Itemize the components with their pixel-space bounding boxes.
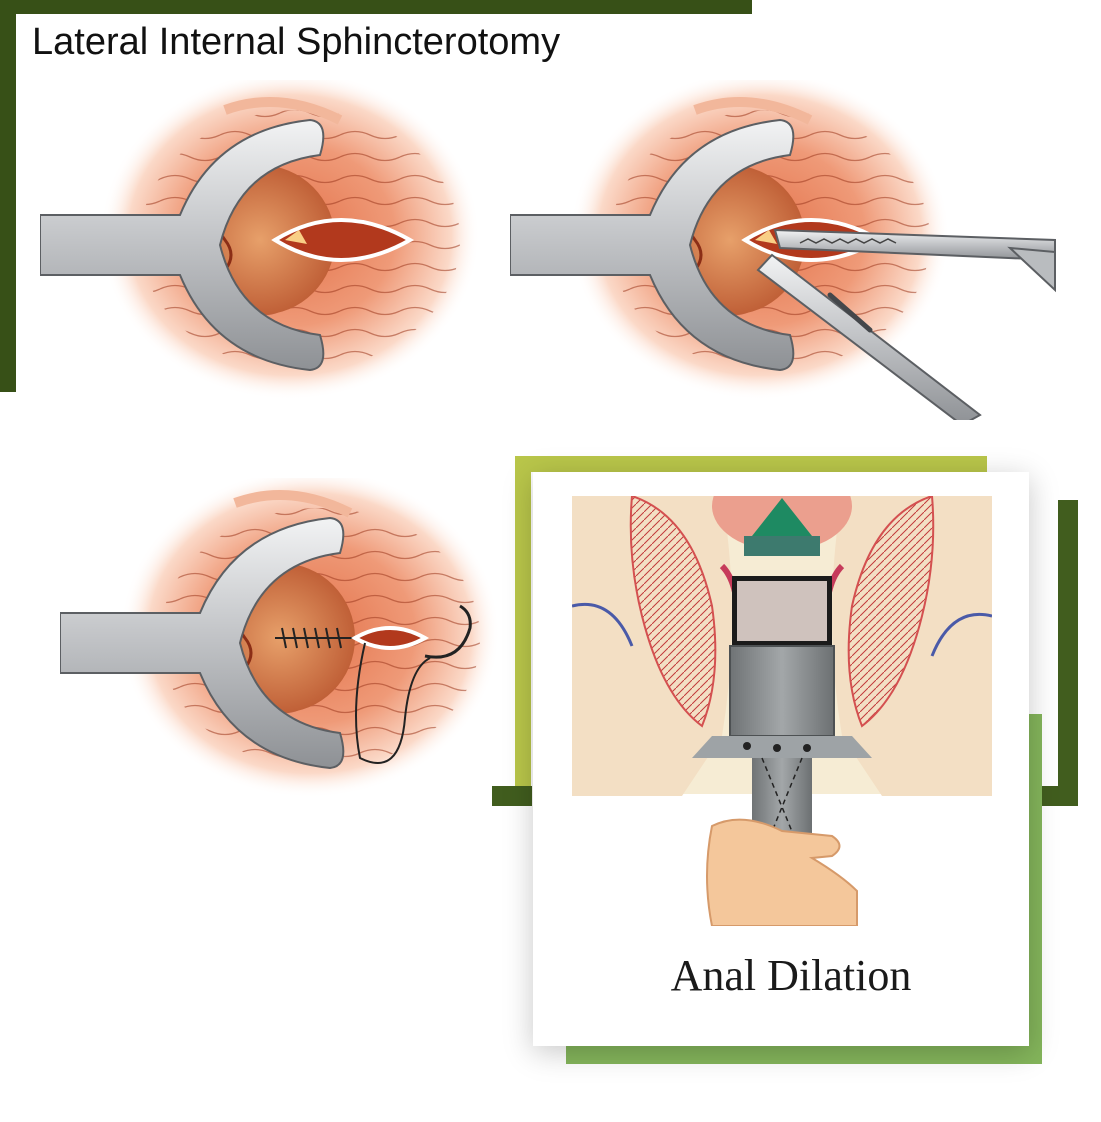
frame-lime-top	[515, 456, 987, 472]
frame-green-bottom	[566, 1046, 1042, 1064]
frame-olive-bottom-right	[1040, 786, 1078, 806]
page-title: Lateral Internal Sphincterotomy	[32, 21, 561, 63]
incision-illustration	[40, 80, 480, 400]
needle-icon	[424, 604, 472, 659]
frame-left-bar	[0, 0, 16, 392]
frame-lime-left	[515, 456, 531, 804]
frame-top-bar	[0, 0, 752, 14]
frame-olive-bottom-left	[492, 786, 532, 806]
suture-thread-icon	[355, 642, 431, 764]
scalpel-icon	[756, 253, 982, 420]
anal-dilation-caption: Anal Dilation	[670, 951, 912, 1000]
suture-illustration	[60, 478, 500, 798]
frame-green-right	[1026, 714, 1042, 1064]
frame-olive-right	[1058, 500, 1078, 806]
anal-dilation-illustration	[572, 496, 992, 926]
forceps-icon	[773, 228, 1056, 293]
hand-icon	[706, 818, 858, 926]
incision-icon	[271, 218, 415, 262]
cut-illustration	[510, 80, 1056, 420]
